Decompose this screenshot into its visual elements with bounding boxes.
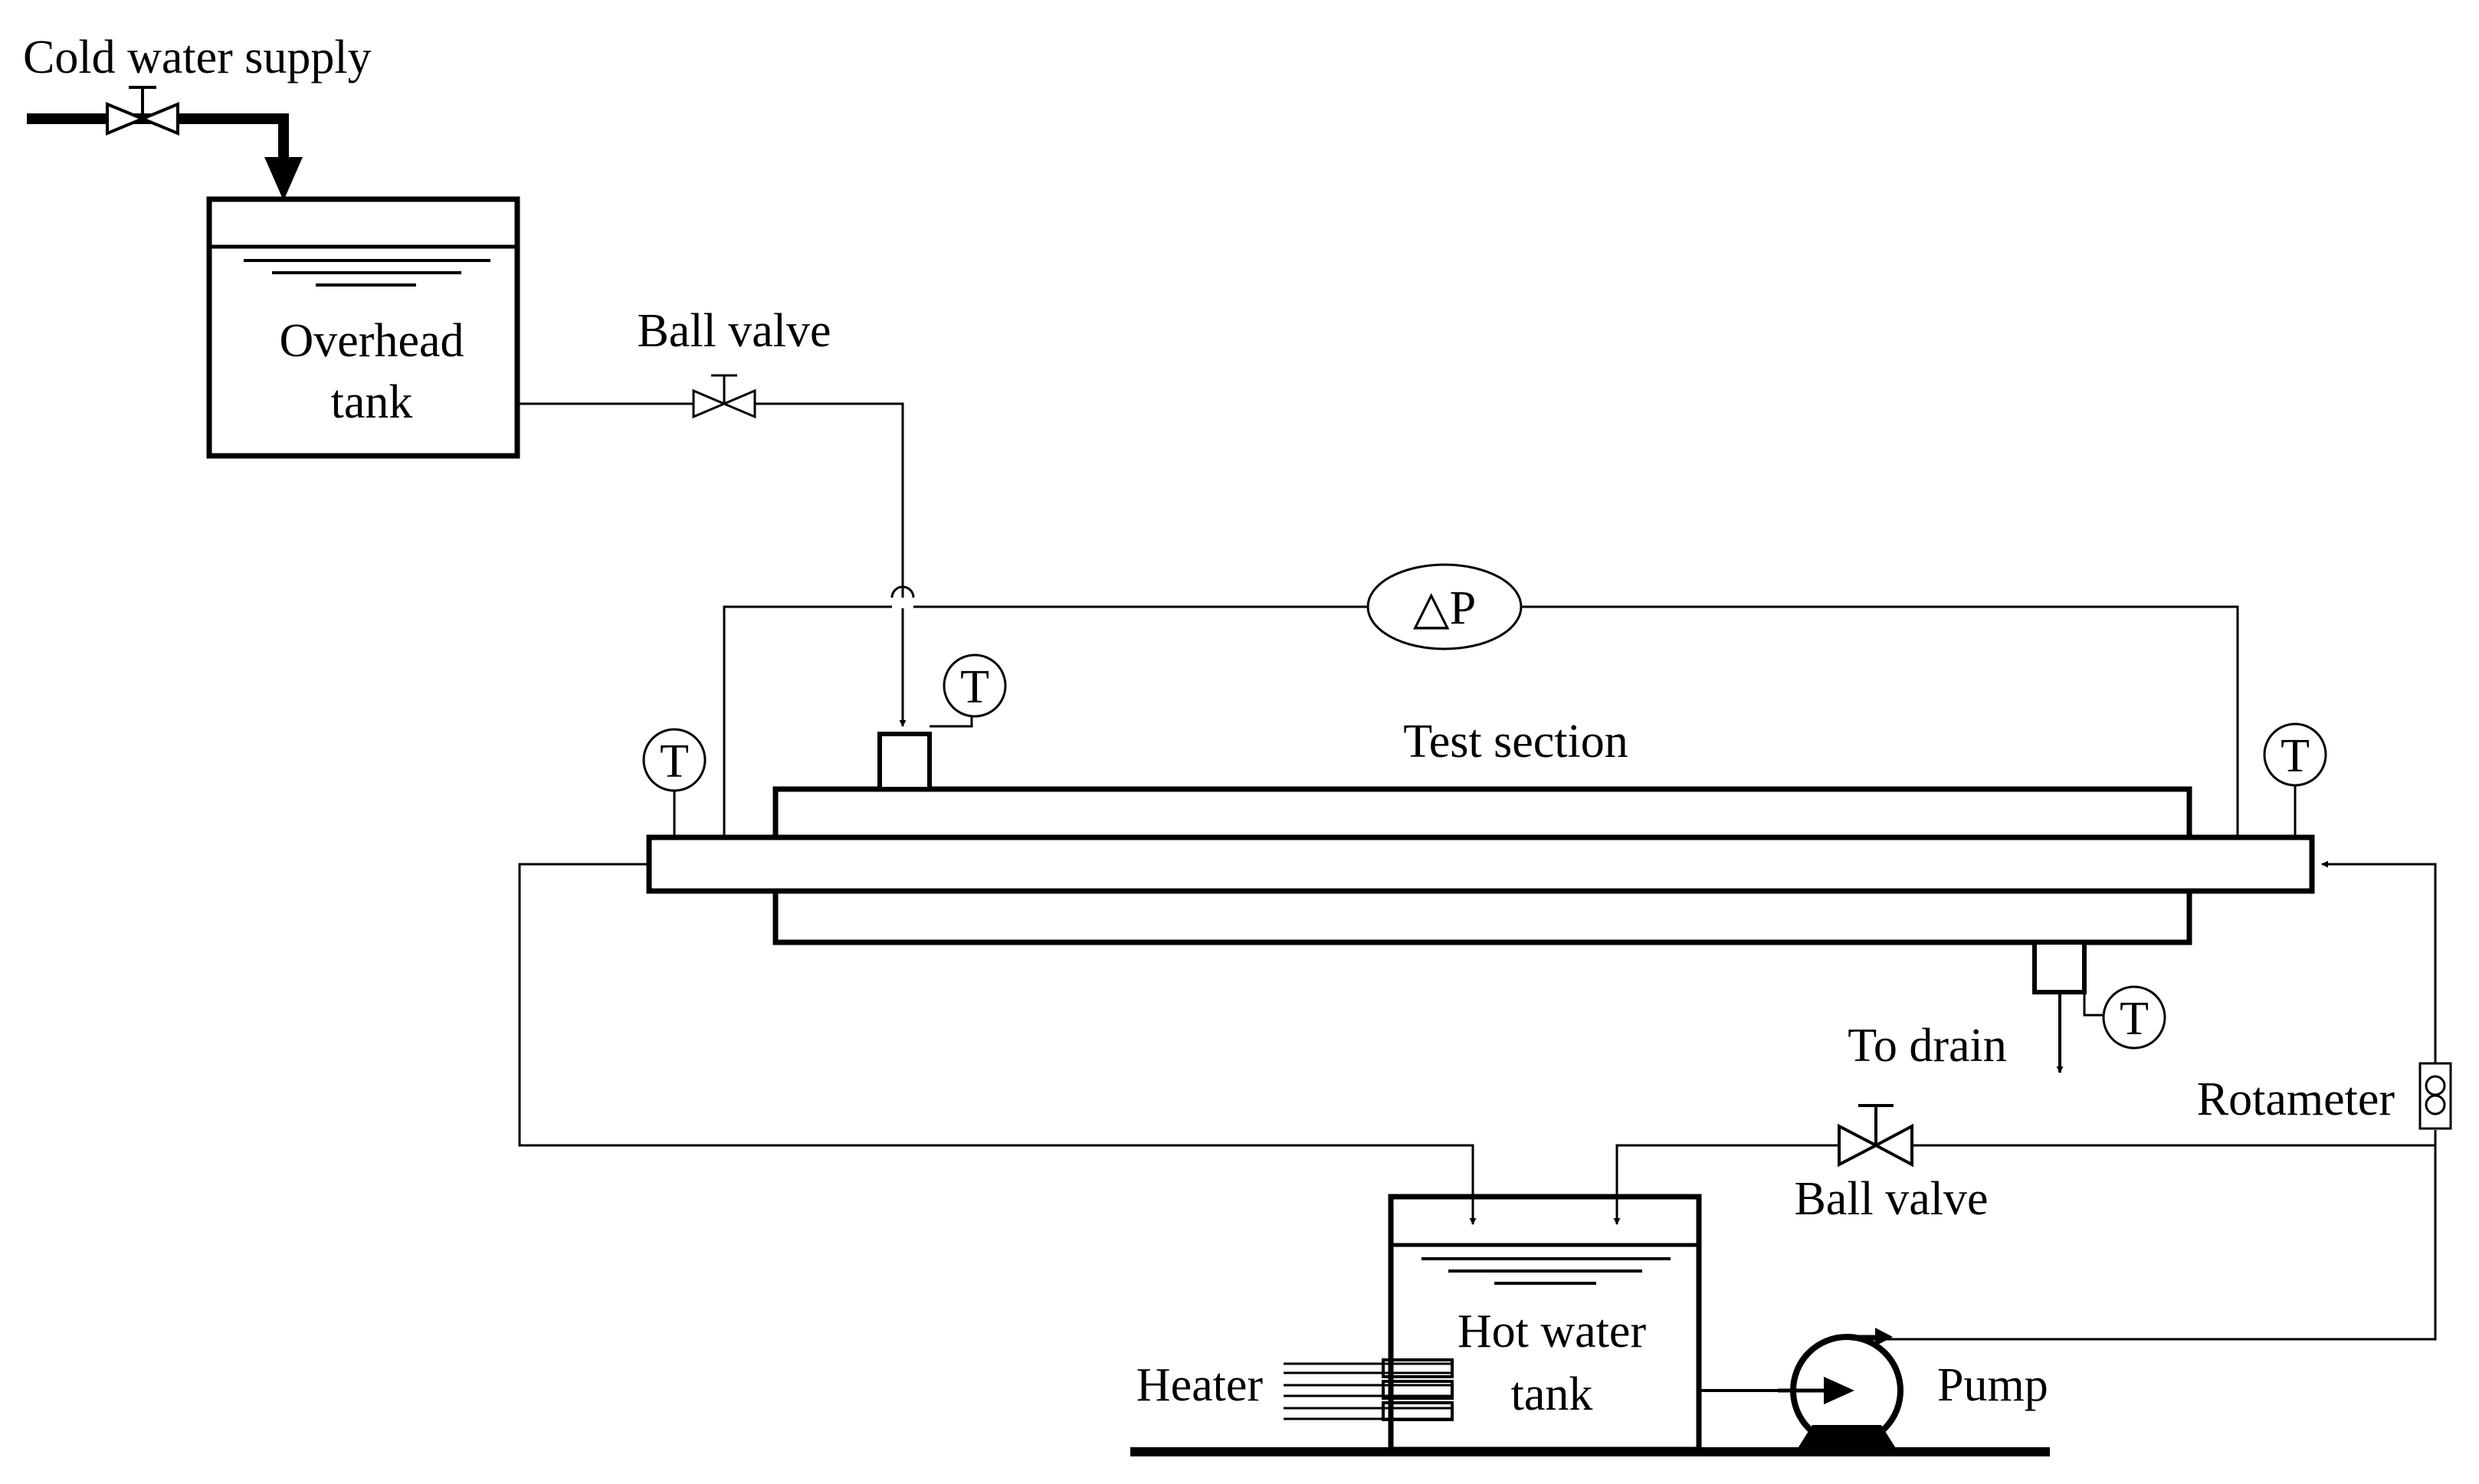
top-ball-valve-label: Ball valve — [637, 305, 831, 357]
thermometer-shell-outlet-symbol: T — [2120, 993, 2149, 1045]
thermometer-tube-inlet-symbol: T — [2281, 730, 2310, 782]
heater-coils — [1284, 1358, 1454, 1421]
cold-feed-line — [517, 402, 915, 727]
thermometer-tube-outlet: T — [642, 728, 707, 837]
overhead-tank-label-line2: tank — [331, 376, 413, 428]
differential-pressure-gauge — [1366, 563, 1523, 650]
shell-inlet-nozzle — [877, 706, 973, 791]
bypass-line — [1613, 1144, 2435, 1225]
overhead-tank-label-line1: Overhead — [280, 315, 464, 367]
cold-water-supply-label: Cold water supply — [23, 31, 372, 84]
pump[interactable] — [1778, 1328, 1904, 1450]
thermometer-shell-inlet-symbol: T — [960, 661, 989, 713]
rotameter-line — [1866, 860, 2437, 1341]
bottom-ball-valve-label: Ball valve — [1794, 1173, 1988, 1225]
to-drain-label: To drain — [1848, 1020, 2006, 1072]
test-section-label: Test section — [1403, 716, 1628, 768]
hot-water-tank-label-line2: tank — [1511, 1368, 1593, 1420]
hot-water-return-line — [518, 863, 1477, 1225]
cold-water-supply-valve[interactable] — [106, 86, 179, 136]
shell-outlet-nozzle — [2032, 940, 2104, 1073]
thermometer-tube-outlet-symbol: T — [660, 735, 689, 788]
rotameter — [2418, 1062, 2452, 1130]
differential-pressure-line — [723, 605, 2239, 837]
hot-water-tank-label-line1: Hot water — [1458, 1305, 1647, 1358]
thermometer-shell-inlet: T — [943, 654, 1007, 718]
top-ball-valve[interactable] — [692, 374, 756, 419]
heater-label: Heater — [1136, 1359, 1264, 1411]
bottom-ball-valve[interactable] — [1838, 1104, 1913, 1168]
differential-pressure-label: △P — [1413, 582, 1476, 634]
rotameter-label: Rotameter — [2197, 1073, 2395, 1125]
cold-water-supply-pipe — [27, 113, 303, 201]
thermometer-shell-outlet: T — [2102, 985, 2166, 1050]
pump-label: Pump — [1937, 1359, 2048, 1411]
overhead-tank — [206, 196, 520, 459]
thermometer-tube-inlet: T — [2263, 722, 2327, 837]
test-section-inner-tube — [646, 834, 2315, 894]
